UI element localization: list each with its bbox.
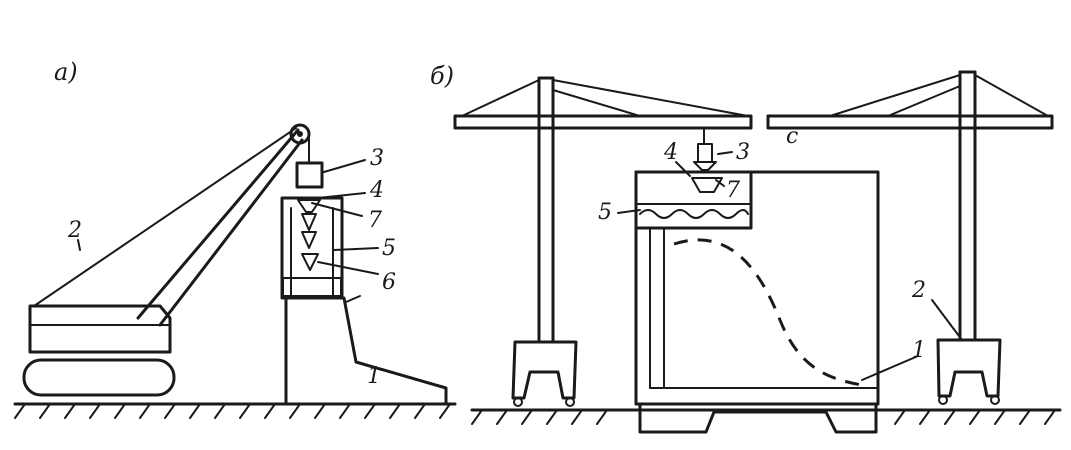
dam-outline [634, 170, 880, 406]
callout-b-7: 7 [726, 178, 740, 203]
callout-a-3: 3 [370, 146, 384, 171]
callout-b-1: 1 [912, 338, 926, 363]
ground-line-a [13, 402, 457, 419]
panel-a-drawing [13, 123, 457, 419]
hopper-icon [691, 177, 723, 193]
crawler-crane [22, 123, 311, 397]
concrete-bucket-icon [697, 143, 713, 163]
concrete-bucket-icon [295, 161, 324, 189]
concrete-fill-wave [639, 209, 749, 219]
dam-structure [634, 170, 880, 434]
formwork-a [280, 196, 344, 300]
hanging-bucket-b [693, 127, 717, 171]
crane-boom [136, 128, 300, 320]
crane-cable [33, 127, 297, 307]
callout-b-3: 3 [736, 140, 750, 165]
tower-crane-right [766, 70, 1054, 405]
trunk-cone-2 [301, 231, 317, 249]
trunk-cone-3 [301, 253, 319, 271]
panel-b-label: б) [430, 62, 455, 90]
callout-b-2: 2 [912, 278, 926, 303]
dam-base [638, 402, 878, 434]
callout-a-6: 6 [382, 270, 396, 295]
panel-b-drawing [453, 70, 1062, 434]
top-box [634, 170, 753, 230]
callout-b-5: 5 [598, 200, 612, 225]
callout-a-5: 5 [382, 236, 396, 261]
foundation-block [284, 296, 448, 406]
tower-crane-left [453, 76, 753, 407]
crane-right-mark: с [786, 124, 799, 149]
trunk-cone-1 [301, 213, 317, 231]
crane-jib-right [766, 114, 1054, 130]
callout-a-7: 7 [368, 208, 382, 233]
callout-b-4: 4 [664, 140, 678, 165]
crane-track [22, 358, 176, 397]
callout-leaders-b [617, 151, 963, 381]
crane-body [28, 304, 172, 354]
callout-leaders-a [77, 159, 379, 303]
dam-profile-dashed [673, 238, 869, 388]
crane-portal-right [936, 338, 1002, 398]
callout-a-1: 1 [367, 364, 381, 389]
callout-a-2: 2 [68, 218, 82, 243]
callout-a-4: 4 [370, 178, 384, 203]
hopper-icon [297, 199, 321, 213]
crane-jib-left [453, 114, 753, 130]
crane-portal-left [511, 340, 578, 400]
concrete-layer [282, 277, 342, 297]
panel-a-label: а) [54, 58, 78, 86]
ground-line-b [470, 408, 1062, 425]
